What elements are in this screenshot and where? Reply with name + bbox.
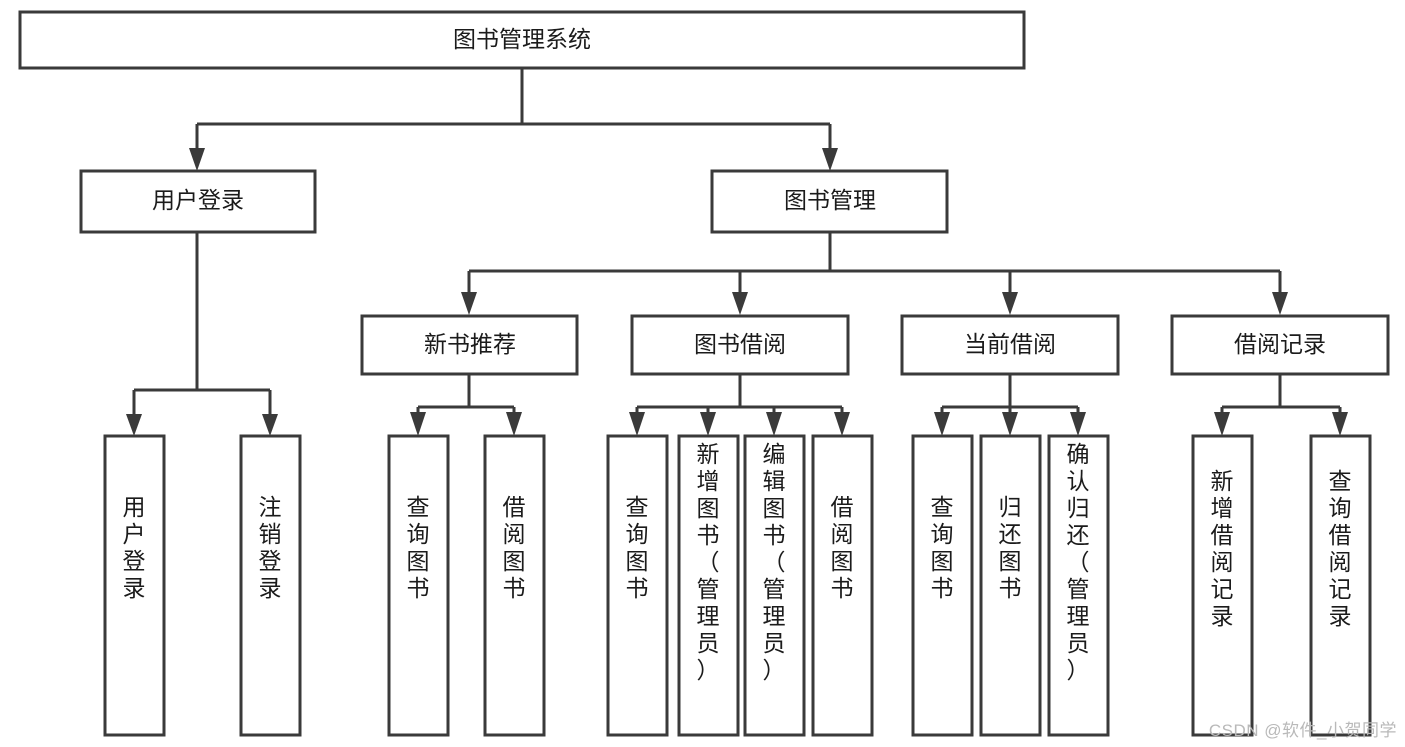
connector-group-user-login — [126, 232, 278, 436]
node-leaf-return-book[interactable]: 归还图书 — [979, 434, 1042, 737]
arrow-br-leaf-2 — [1332, 412, 1348, 436]
arrow-bb-leaf-3 — [766, 412, 782, 436]
node-leaf-query-record-box[interactable] — [1309, 434, 1372, 737]
arrow-cb-leaf-2 — [1002, 412, 1018, 436]
node-leaf-return-book-label: 归还图书 — [999, 494, 1022, 601]
node-leaf-query-record-label: 查询借阅记录 — [1329, 468, 1352, 629]
node-leaf-borrow-book-2[interactable]: 借阅图书 — [811, 434, 874, 737]
node-leaf-query-record[interactable]: 查询借阅记录 — [1309, 434, 1372, 737]
node-book-management-box[interactable] — [710, 169, 949, 234]
node-leaf-confirm-return-label: 确认归还（管理员） — [1067, 441, 1090, 683]
node-book-borrow-label: 图书借阅 — [694, 331, 786, 357]
node-current-borrow-label: 当前借阅 — [964, 331, 1056, 357]
node-leaf-query-book-3-label: 查询图书 — [931, 494, 954, 601]
node-leaf-borrow-book-2-box[interactable] — [811, 434, 874, 737]
node-book-management[interactable]: 图书管理 — [710, 169, 949, 234]
node-leaf-logout-login-label: 注销登录 — [259, 494, 282, 601]
node-leaf-borrow-book-1-box[interactable] — [483, 434, 546, 737]
node-leaf-return-book-box[interactable] — [979, 434, 1042, 737]
arrow-bb-leaf-4 — [834, 412, 850, 436]
node-leaf-add-book[interactable]: 新增图书（管理员） — [677, 434, 740, 737]
arrow-user-login-leaf-1 — [126, 414, 142, 436]
node-leaf-query-book-3-box[interactable] — [911, 434, 974, 737]
node-user-login-label: 用户登录 — [152, 187, 244, 213]
arrow-cb-leaf-3 — [1070, 412, 1086, 436]
arrow-nbr-leaf-1 — [410, 412, 426, 436]
node-current-borrow[interactable]: 当前借阅 — [900, 314, 1120, 376]
node-leaf-query-book-1[interactable]: 查询图书 — [387, 434, 450, 737]
node-leaf-borrow-book-1[interactable]: 借阅图书 — [483, 434, 546, 737]
csdn-watermark: CSDN @软件_小贺同学 — [1208, 721, 1397, 740]
node-root-system[interactable]: 图书管理系统 — [18, 10, 1026, 70]
node-borrow-record-box[interactable] — [1170, 314, 1390, 376]
node-leaf-query-book-1-box[interactable] — [387, 434, 450, 737]
arrow-bb-leaf-1 — [629, 412, 645, 436]
node-borrow-record-label: 借阅记录 — [1234, 331, 1326, 357]
connector-group-book-management — [461, 232, 1288, 315]
arrow-root-to-book-management — [822, 148, 838, 171]
arrow-br-leaf-1 — [1214, 412, 1230, 436]
node-leaf-query-book-3[interactable]: 查询图书 — [911, 434, 974, 737]
node-leaf-edit-book-box[interactable] — [743, 434, 806, 737]
node-leaf-query-book-2[interactable]: 查询图书 — [606, 434, 669, 737]
node-leaf-borrow-book-2-label: 借阅图书 — [831, 494, 854, 601]
connector-group-book-borrow — [629, 374, 850, 436]
node-leaf-add-record-label: 新增借阅记录 — [1211, 468, 1234, 629]
node-leaf-user-login-box[interactable] — [103, 434, 166, 737]
node-leaf-logout-login-box[interactable] — [239, 434, 302, 737]
node-book-borrow[interactable]: 图书借阅 — [630, 314, 850, 376]
node-user-login-box[interactable] — [79, 169, 317, 234]
arrow-bm-to-current-borrow — [1002, 292, 1018, 315]
node-current-borrow-box[interactable] — [900, 314, 1120, 376]
node-leaf-query-book-2-box[interactable] — [606, 434, 669, 737]
node-root-box[interactable] — [18, 10, 1026, 70]
node-leaf-add-book-label: 新增图书（管理员） — [697, 441, 720, 683]
node-new-book-recommend[interactable]: 新书推荐 — [360, 314, 579, 376]
node-leaf-query-book-1-label: 查询图书 — [407, 494, 430, 601]
node-leaf-confirm-return-box[interactable] — [1047, 434, 1110, 737]
connector-group-borrow-record — [1214, 374, 1348, 436]
arrow-bm-to-new-book-recommend — [461, 292, 477, 315]
node-leaf-edit-book-label: 编辑图书（管理员） — [763, 441, 786, 683]
node-leaf-query-book-2-label: 查询图书 — [626, 494, 649, 601]
node-root-label: 图书管理系统 — [453, 26, 591, 52]
arrow-bm-to-borrow-record — [1272, 292, 1288, 315]
node-leaf-add-record[interactable]: 新增借阅记录 — [1191, 434, 1254, 737]
connector-group-current-borrow — [934, 374, 1086, 436]
node-leaf-borrow-book-1-label: 借阅图书 — [503, 494, 526, 601]
node-leaf-add-book-box[interactable] — [677, 434, 740, 737]
node-leaf-confirm-return[interactable]: 确认归还（管理员） — [1047, 434, 1110, 737]
arrow-cb-leaf-1 — [934, 412, 950, 436]
node-borrow-record[interactable]: 借阅记录 — [1170, 314, 1390, 376]
arrow-nbr-leaf-2 — [506, 412, 522, 436]
node-new-book-recommend-label: 新书推荐 — [424, 331, 516, 357]
arrow-bb-leaf-2 — [700, 412, 716, 436]
node-leaf-edit-book[interactable]: 编辑图书（管理员） — [743, 434, 806, 737]
arrow-root-to-user-login — [189, 148, 205, 171]
arrow-bm-to-book-borrow — [732, 292, 748, 315]
node-new-book-recommend-box[interactable] — [360, 314, 579, 376]
node-leaf-user-login[interactable]: 用户登录 — [103, 434, 166, 737]
node-book-management-label: 图书管理 — [784, 187, 876, 213]
arrow-user-login-leaf-2 — [262, 414, 278, 436]
node-user-login[interactable]: 用户登录 — [79, 169, 317, 234]
node-leaf-logout-login[interactable]: 注销登录 — [239, 434, 302, 737]
node-leaf-add-record-box[interactable] — [1191, 434, 1254, 737]
node-book-borrow-box[interactable] — [630, 314, 850, 376]
connector-group-new-book-recommend — [410, 374, 522, 436]
connector-group-root — [189, 68, 838, 171]
node-leaf-user-login-label: 用户登录 — [123, 494, 146, 601]
